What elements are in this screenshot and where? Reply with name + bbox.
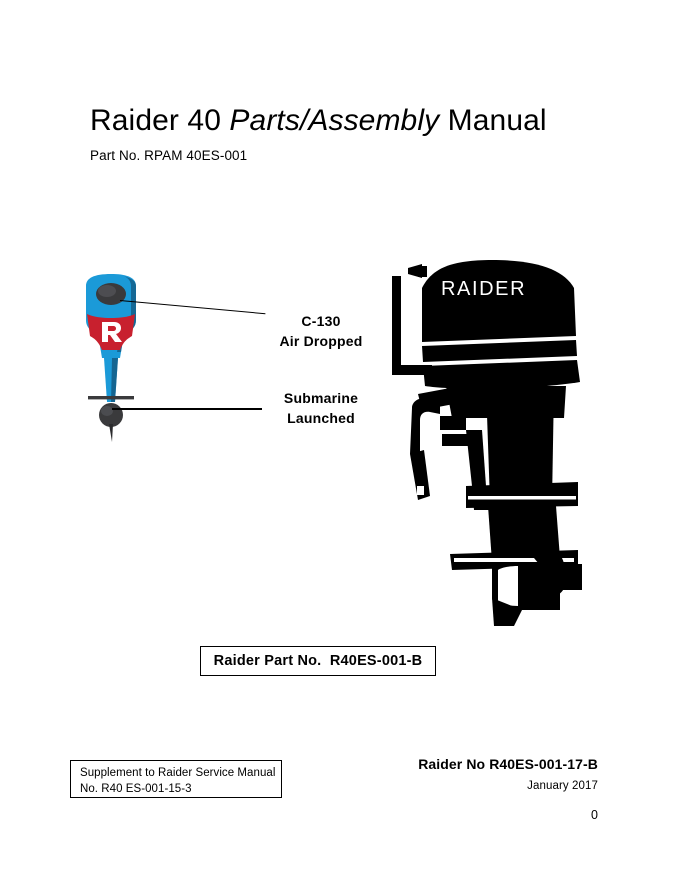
skeg — [492, 598, 522, 626]
tilt-rod-slot — [417, 486, 424, 495]
document-part-number: Part No. RPAM 40ES-001 — [90, 147, 248, 163]
footer-date: January 2017 — [527, 780, 598, 792]
cavitation-plate-line — [454, 558, 574, 562]
handle-highlight — [98, 285, 116, 297]
callout-submarine-launched-line2: Launched — [287, 410, 355, 427]
callout-air-dropped-line1: C-130 — [301, 313, 341, 329]
gearcase-highlight — [101, 406, 113, 416]
callout-submarine-launched: Submarine Launched — [258, 388, 384, 429]
leader-line-submarine-launched — [112, 408, 262, 410]
skeg-tip — [109, 424, 113, 442]
tiller-arm — [410, 397, 440, 454]
callout-air-dropped: C-130 Air Dropped — [258, 311, 384, 352]
engine-cowling — [422, 260, 576, 342]
steering-link — [466, 430, 486, 486]
propeller-hub — [544, 564, 582, 590]
outboard-motor-silhouette — [388, 258, 588, 626]
part-number-text: Raider Part No. R40ES-001-B — [213, 653, 423, 669]
clamp-knob-top-stem — [418, 266, 427, 277]
page-title: Raider 40 Parts/Assembly Manual — [90, 104, 610, 139]
footer-document-number: Raider No R40ES-001-17-B — [418, 756, 598, 772]
anti-vent-upper — [466, 482, 578, 508]
cowl-band-lower — [423, 360, 580, 389]
callout-air-dropped-line2: Air Dropped — [279, 333, 363, 350]
part-number-box: Raider Part No. R40ES-001-B — [200, 646, 436, 676]
anti-vent-groove — [468, 496, 576, 500]
transom-bracket-vertical — [392, 276, 401, 374]
supplement-line-1: Supplement to Raider Service Manual — [80, 767, 276, 779]
cavitation-plate — [88, 396, 134, 400]
supplement-note-box: Supplement to Raider Service Manual No. … — [70, 760, 282, 798]
supplement-line-2: No. R40 ES-001-15-3 — [80, 782, 192, 795]
gearcase-highlight — [498, 566, 518, 606]
silhouette-brand-text: RAIDER — [441, 278, 527, 300]
page-number: 0 — [591, 808, 598, 822]
callout-submarine-launched-line1: Submarine — [283, 390, 359, 406]
driveshaft-housing — [486, 386, 554, 502]
gearcase-bulb — [99, 403, 123, 427]
title-text-part1: Raider 40 — [90, 104, 230, 137]
r-logo — [102, 322, 122, 342]
title-text-part2: Manual — [439, 104, 547, 137]
title-block: Raider 40 Parts/Assembly Manual Part No.… — [90, 104, 610, 163]
drive-shaft-shading — [111, 358, 118, 402]
transom-bracket-horizontal — [392, 365, 432, 375]
cowl-band-upper — [422, 340, 577, 362]
throttle-grip — [442, 434, 468, 446]
title-text-italic: Parts/Assembly — [229, 104, 440, 137]
outboard-motor-color-illustration — [74, 272, 148, 444]
tiller-handle-link — [440, 416, 466, 430]
tilt-rod — [410, 450, 430, 500]
